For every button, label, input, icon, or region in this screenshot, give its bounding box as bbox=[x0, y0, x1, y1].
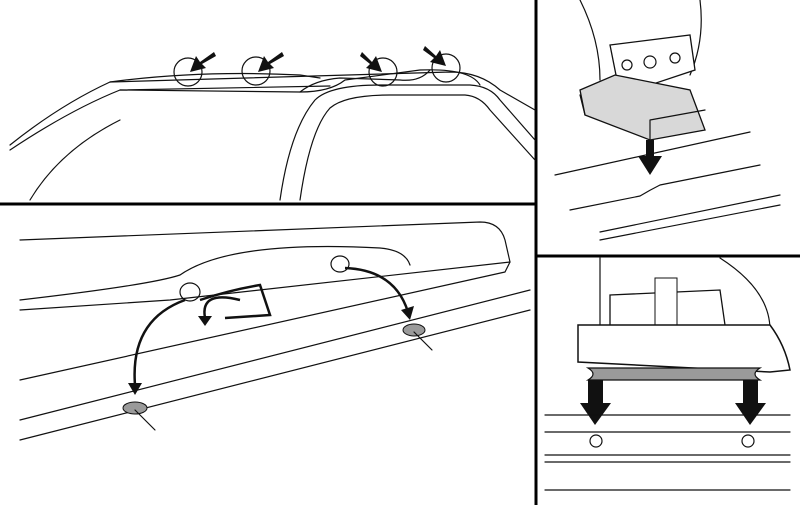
down-arrow bbox=[735, 403, 766, 425]
curved-arrow bbox=[133, 298, 186, 386]
screw bbox=[122, 401, 156, 431]
curved-arrow bbox=[344, 266, 410, 313]
panel-roof-overview bbox=[9, 46, 536, 201]
rail-hole bbox=[179, 282, 201, 302]
pointer-arrows bbox=[190, 46, 446, 72]
rubber-pad bbox=[585, 367, 763, 381]
rail-hole bbox=[330, 255, 350, 273]
bracket-plate bbox=[654, 277, 678, 331]
allen-key bbox=[199, 283, 272, 320]
down-arrow bbox=[580, 403, 611, 425]
magnifier-circles bbox=[173, 53, 461, 87]
screw bbox=[402, 323, 433, 351]
panel-rail-screws bbox=[19, 221, 531, 441]
panel-foot-pad bbox=[544, 257, 791, 491]
panel-foot-placement bbox=[554, 0, 781, 241]
down-arrow bbox=[646, 140, 654, 158]
